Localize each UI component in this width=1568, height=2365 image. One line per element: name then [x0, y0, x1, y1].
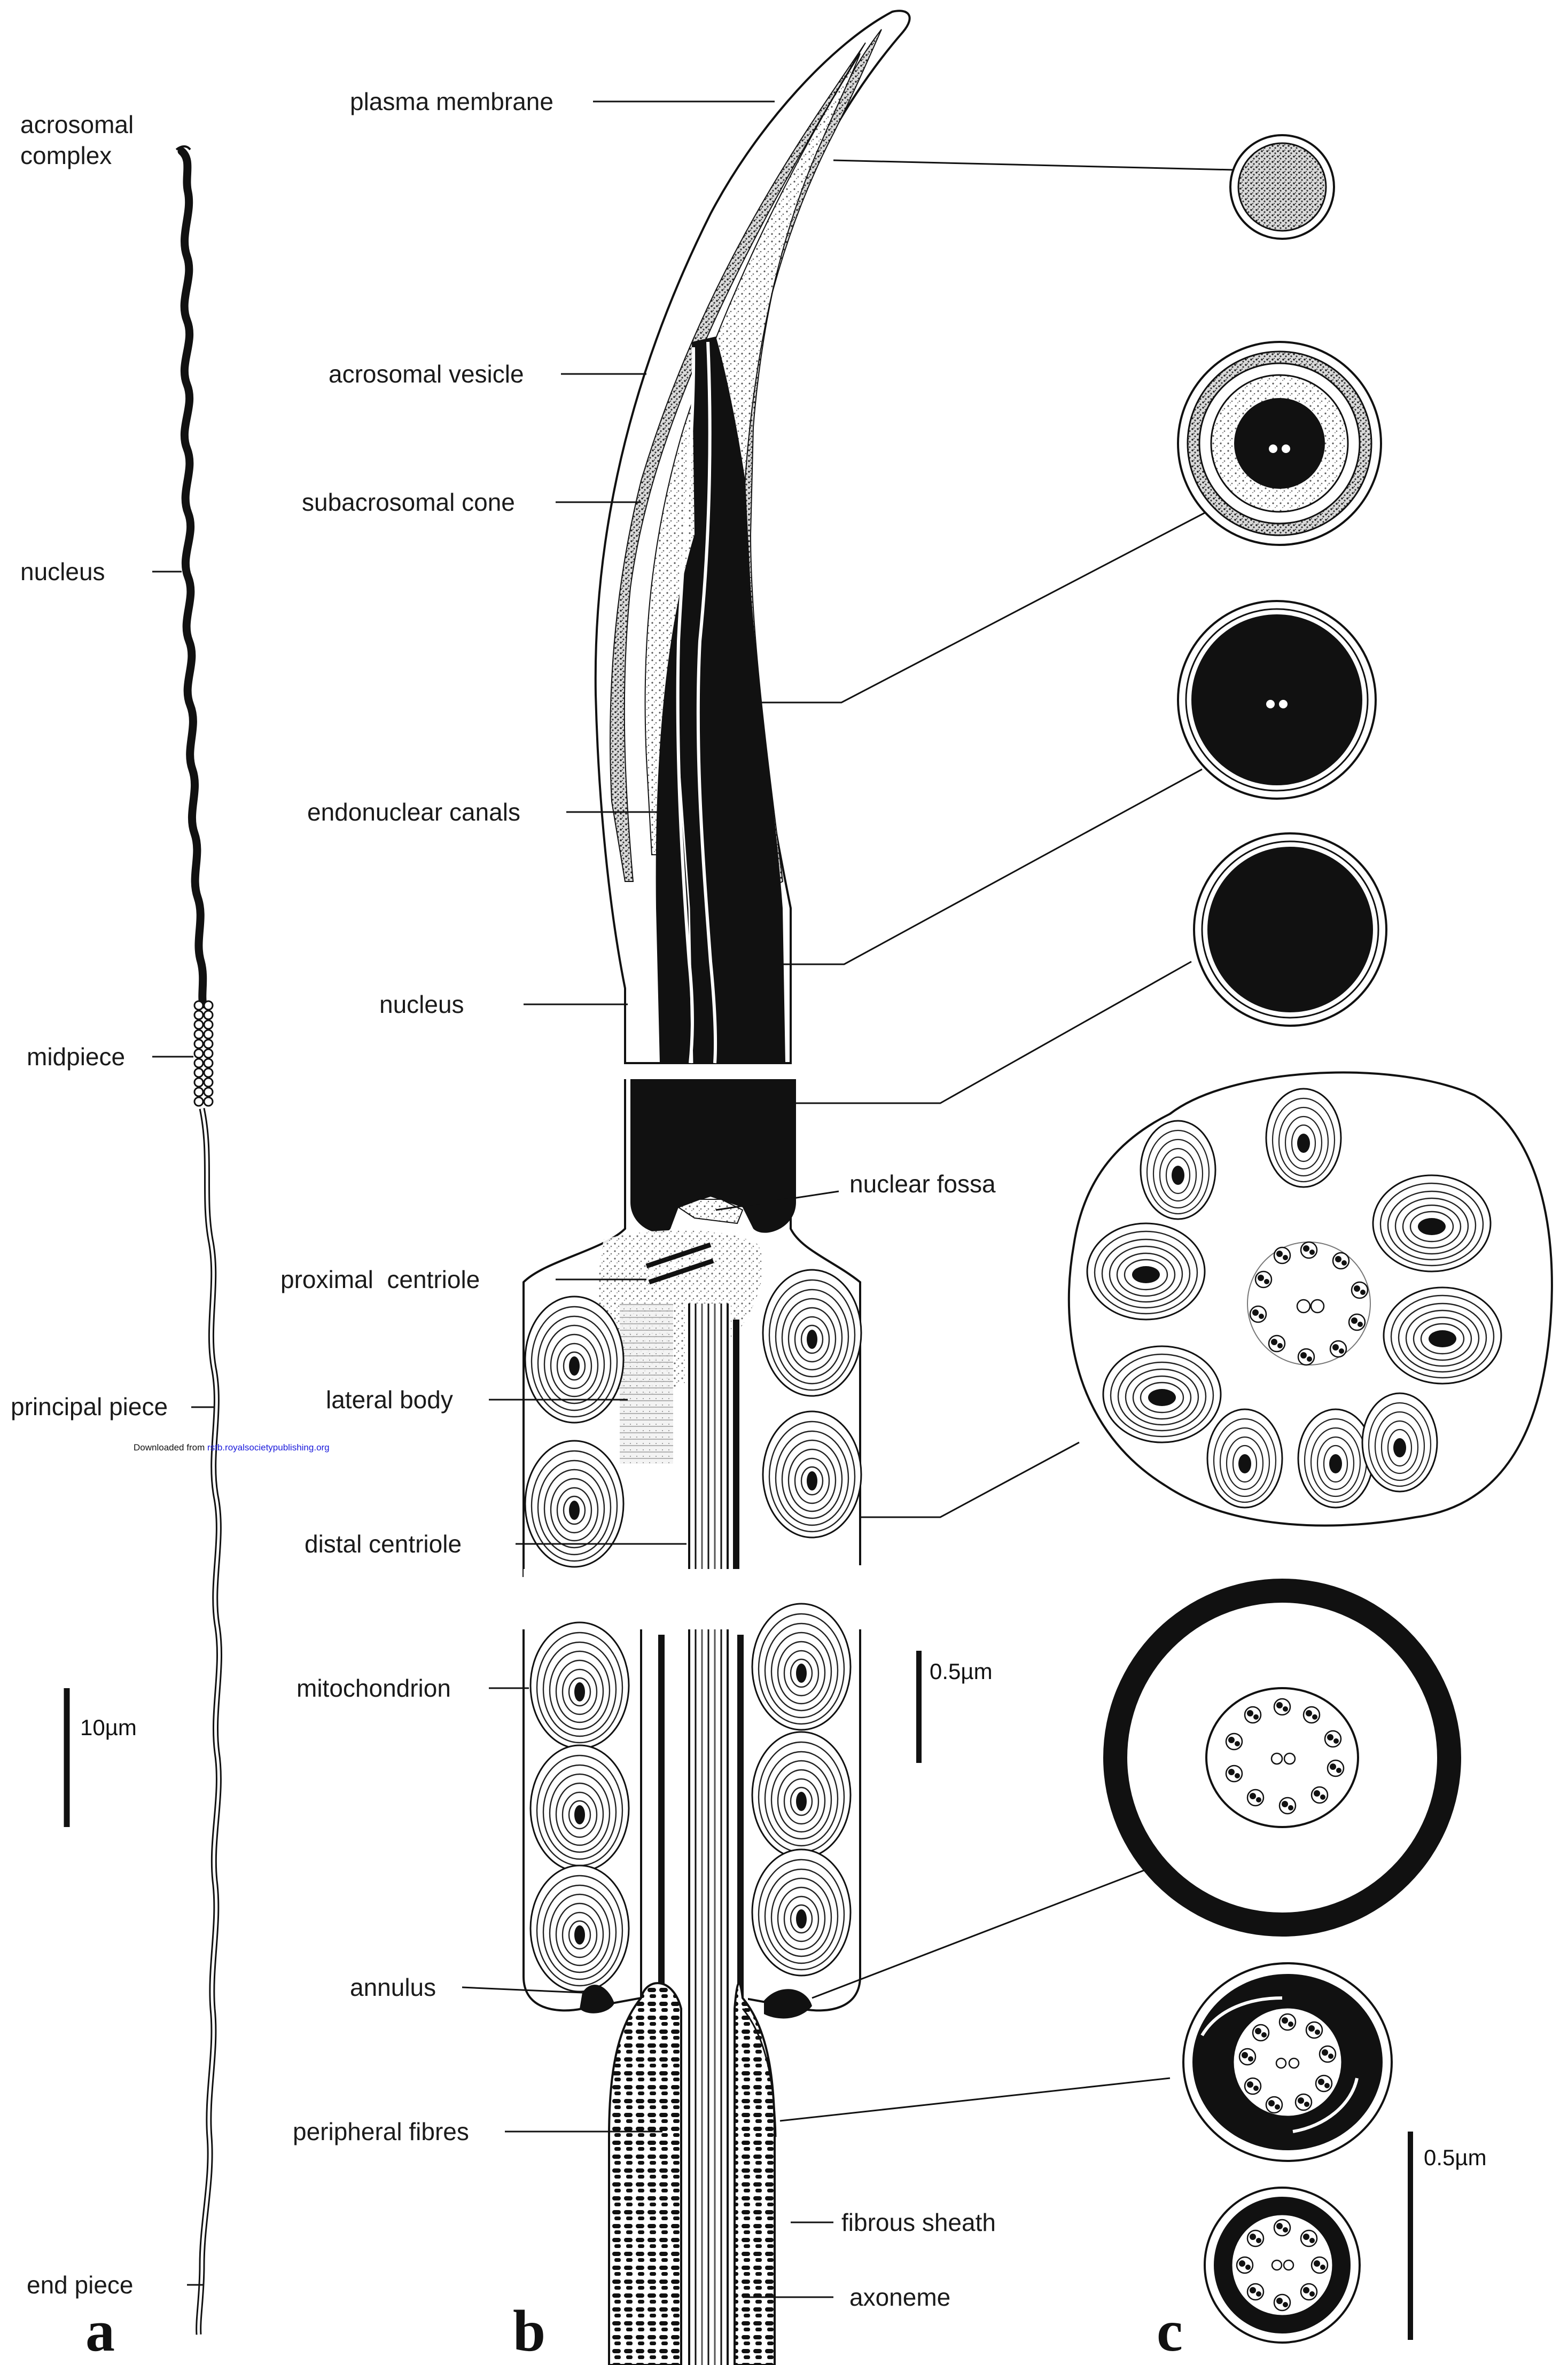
label-proximal-centriole: proximal centriole	[280, 1265, 480, 1295]
label-midpiece: midpiece	[27, 1042, 125, 1073]
credit-prefix: Downloaded from	[134, 1442, 207, 1453]
label-subacrosomal-cone: subacrosomal cone	[302, 487, 515, 518]
label-axoneme: axoneme	[849, 2282, 950, 2313]
label-endonuclear-canals: endonuclear canals	[307, 797, 520, 828]
panel-b-principal	[524, 1604, 919, 2365]
panel-b-midpiece	[524, 1079, 871, 1587]
label-lateral-body: lateral body	[326, 1385, 453, 1416]
download-credit: Downloaded from rstb.royalsocietypublish…	[134, 1442, 330, 1453]
label-acrosomal-vesicle: acrosomal vesicle	[329, 359, 524, 390]
scale-label-c: 0.5µm	[1424, 2145, 1487, 2171]
scale-label-a: 10µm	[80, 1715, 137, 1740]
label-end-piece: end piece	[27, 2270, 134, 2301]
panel-b-head	[596, 11, 910, 1063]
panel-letter-b: b	[513, 2297, 545, 2365]
panel-c-sections	[1069, 135, 1552, 2343]
label-b-nucleus: nucleus	[379, 989, 464, 1020]
label-annulus: annulus	[350, 1972, 436, 2003]
panel-a-whole-sperm	[67, 146, 220, 2335]
label-a-nucleus: nucleus	[20, 557, 105, 588]
credit-link[interactable]: rstb.royalsocietypublishing.org	[207, 1442, 330, 1453]
panel-letter-c: c	[1157, 2297, 1183, 2365]
label-plasma-membrane: plasma membrane	[350, 87, 553, 118]
label-peripheral-fibres: peripheral fibres	[293, 2117, 469, 2148]
label-nuclear-fossa: nuclear fossa	[849, 1169, 996, 1200]
label-mitochondrion: mitochondrion	[297, 1673, 451, 1704]
midpiece-beads	[194, 1001, 213, 1106]
label-principal-piece: principal piece	[11, 1392, 168, 1423]
label-acrosomal-complex: acrosomal complex	[20, 110, 134, 171]
label-fibrous-sheath: fibrous sheath	[841, 2207, 996, 2238]
panel-letter-a: a	[85, 2297, 115, 2365]
label-distal-centriole: distal centriole	[305, 1529, 462, 1560]
scale-label-b: 0.5µm	[930, 1659, 993, 1684]
